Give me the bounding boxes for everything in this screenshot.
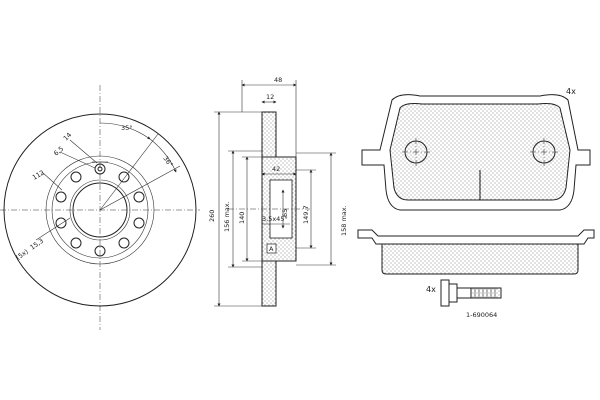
pcd-prefix-label: (5x) bbox=[15, 248, 30, 262]
bolt-part-number-label: 1-690064 bbox=[466, 311, 497, 319]
dim-14-label: 14 bbox=[62, 131, 74, 143]
dim-48-label: 48 bbox=[274, 76, 282, 84]
dim-65-label: 65 bbox=[281, 209, 289, 217]
pad-quantity-label: 4x bbox=[566, 87, 576, 96]
dim-140-label: 140 bbox=[238, 212, 246, 224]
dim-260-label: 260 bbox=[208, 210, 216, 222]
dim-149-7-label: 149,7 bbox=[302, 205, 310, 224]
angle-35-label: 35° bbox=[121, 124, 133, 132]
dim-158-max-label: 158 max. bbox=[340, 205, 348, 236]
mounting-bolt: 4x 1-690064 bbox=[426, 279, 502, 319]
brake-pad-front-view: 4x bbox=[361, 87, 591, 211]
disc-front-view: 35° 36° 14 6,5 112 (5x) 15,3 bbox=[0, 85, 200, 330]
brake-pad-side-view bbox=[357, 229, 595, 275]
bolt-quantity-label: 4x bbox=[426, 285, 436, 294]
dim-156-max-label: 156 max. bbox=[223, 201, 231, 232]
dim-42-label: 42 bbox=[272, 165, 280, 173]
dim-6-5-label: 6,5 bbox=[52, 145, 65, 158]
angle-36-label: 36° bbox=[161, 155, 174, 169]
dim-15-3-label: 15,3 bbox=[29, 237, 45, 252]
datum-a-label: A bbox=[269, 245, 274, 253]
chamfer-label: 3,5x45° bbox=[262, 215, 288, 223]
dim-12-label: 12 bbox=[266, 93, 274, 101]
dim-112-label: 112 bbox=[31, 169, 46, 182]
bolt-hole-pattern bbox=[55, 163, 145, 257]
disc-section-view: A 48 12 42 3,5x45° 260 156 max. 140 65 1… bbox=[208, 76, 348, 307]
